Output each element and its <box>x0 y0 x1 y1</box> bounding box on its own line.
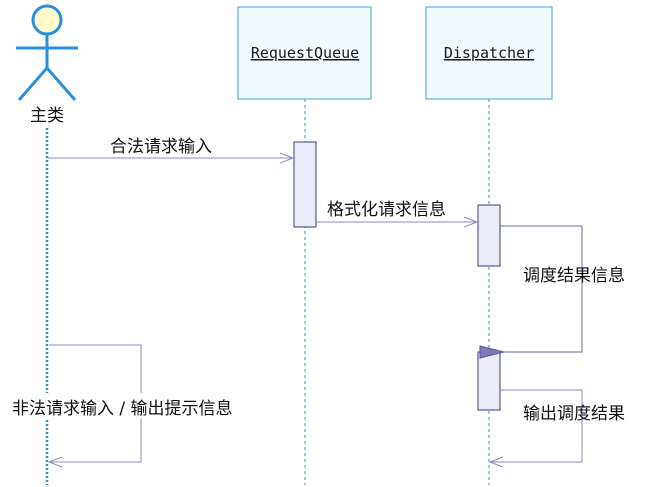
message-output-result-path <box>490 389 583 462</box>
message-dispatch-result-label: 调度结果信息 <box>523 266 625 286</box>
message-dispatch-result: 调度结果信息 <box>500 225 625 352</box>
object-dispatcher: Dispatcher <box>425 6 553 100</box>
request-queue-box <box>237 6 372 100</box>
actor-head <box>31 4 63 36</box>
message-valid-request-label: 合法请求输入 <box>110 137 212 157</box>
activation-request-queue <box>293 141 317 228</box>
actor-leg-right <box>45 67 77 101</box>
message-valid-request: 合法请求输入 <box>47 137 293 158</box>
message-invalid-request-label: 非法请求输入 / 输出提示信息 <box>12 399 233 419</box>
request-queue-label: RequestQueue <box>251 44 359 62</box>
dispatcher-label: Dispatcher <box>444 44 534 62</box>
message-dispatch-result-path <box>500 225 583 352</box>
message-invalid-request: 非法请求输入 / 输出提示信息 <box>12 344 278 462</box>
message-format-request: 格式化请求信息 <box>316 200 477 222</box>
actor-label: 主类 <box>30 106 64 126</box>
object-request-queue: RequestQueue <box>237 6 372 100</box>
activation-dispatcher-1 <box>477 204 501 267</box>
activation-dispatcher-2 <box>477 351 501 411</box>
message-format-request-label: 格式化请求信息 <box>327 200 446 220</box>
message-output-result: 输出调度结果 <box>490 389 625 462</box>
message-invalid-request-label-bg <box>12 393 278 419</box>
message-output-result-label: 输出调度结果 <box>523 404 625 424</box>
actor-leg-left <box>17 67 49 101</box>
actor-main: 主类 <box>16 4 78 126</box>
